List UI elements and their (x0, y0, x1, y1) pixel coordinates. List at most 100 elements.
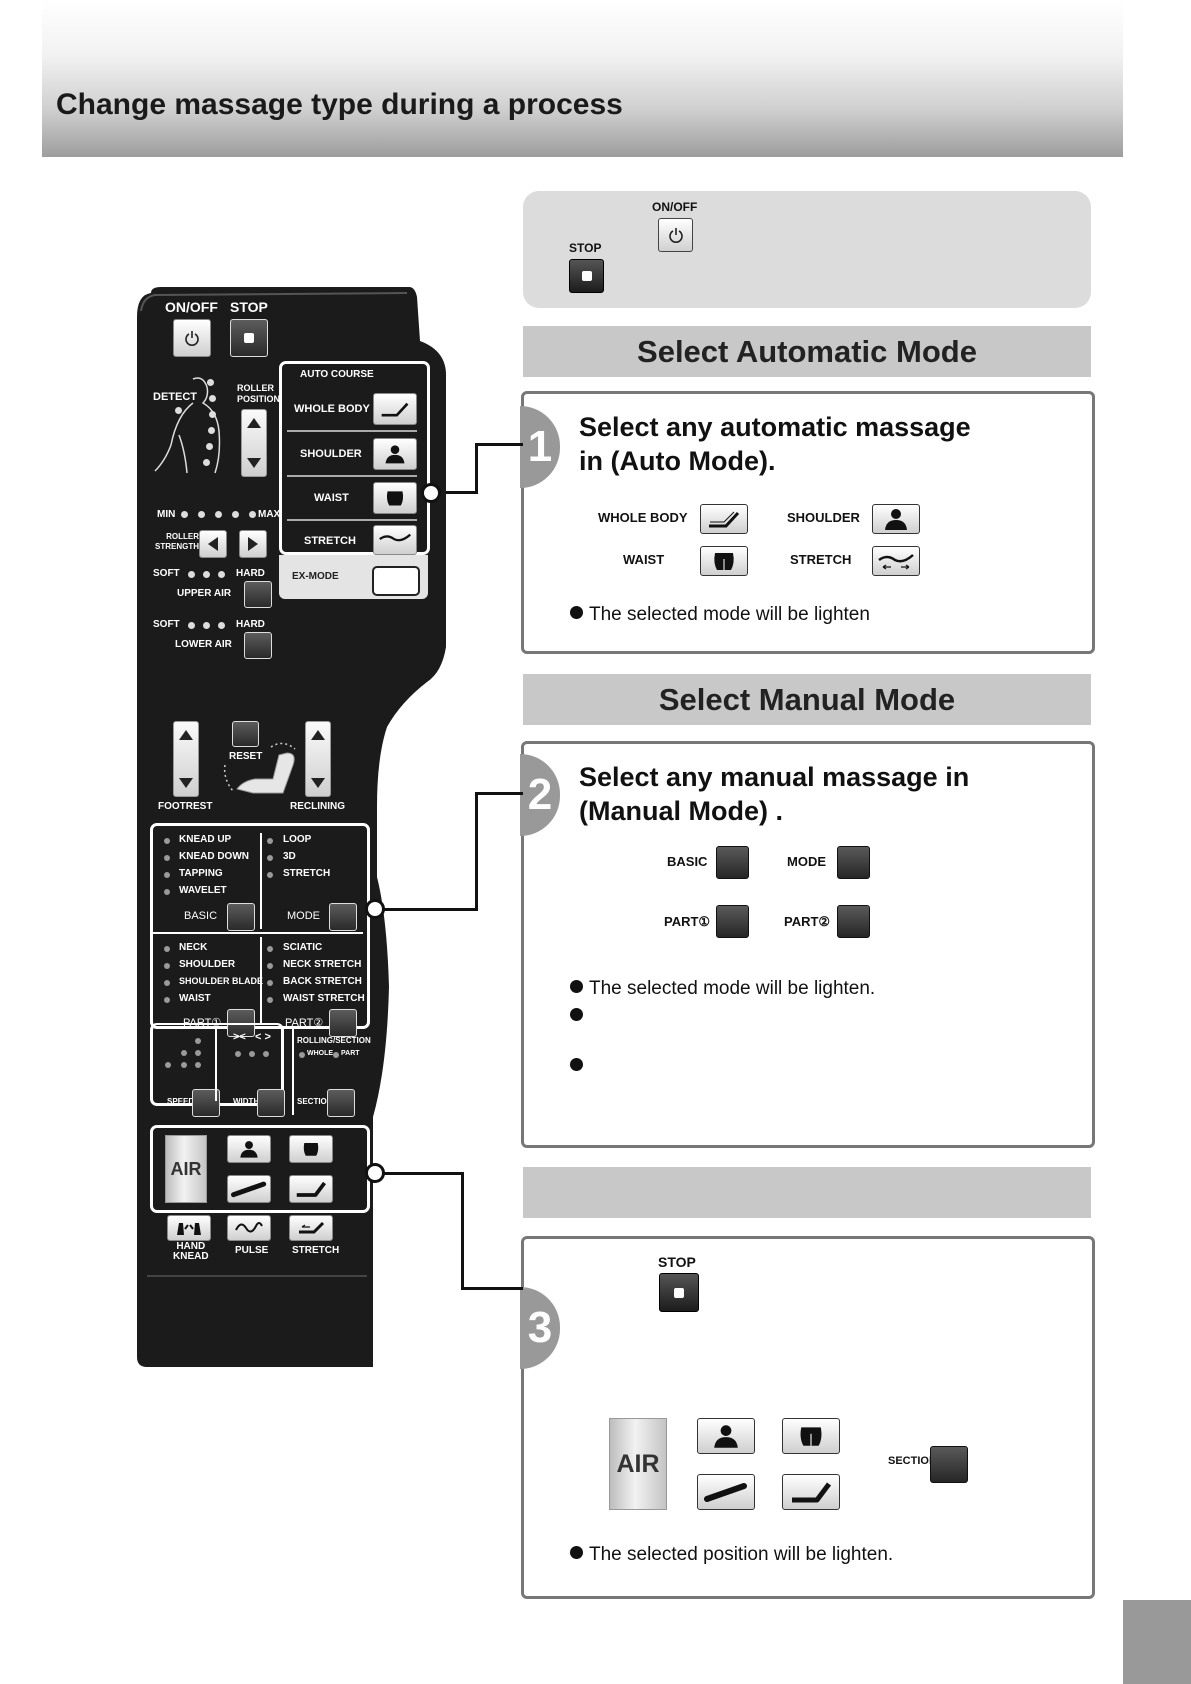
reset-label: RESET (229, 751, 263, 762)
callout-line-3 (461, 1172, 464, 1290)
whole-label: WHOLE (307, 1050, 334, 1057)
lower-air-button[interactable] (244, 632, 272, 659)
step3-air-button[interactable]: AIR (609, 1418, 667, 1510)
onoff-label: ON/OFF (652, 200, 698, 214)
remote-air-arm-button[interactable] (227, 1175, 271, 1203)
remote-air-leg-button[interactable] (289, 1175, 333, 1203)
strength-indicator (249, 511, 256, 518)
page-header: Change massage type during a process (42, 0, 1123, 157)
callout-line-2 (384, 908, 478, 911)
upper-air-button[interactable] (244, 581, 272, 608)
max-label: MAX (258, 509, 281, 520)
upper-body-icon (385, 445, 405, 464)
reclining-control[interactable] (305, 721, 331, 797)
step3-stop-button[interactable] (659, 1273, 699, 1312)
pulse-button[interactable] (227, 1215, 271, 1241)
divider (287, 475, 417, 477)
width-indicator (249, 1051, 255, 1057)
part2-button[interactable] (837, 905, 870, 938)
basic-item: KNEAD UP (179, 834, 232, 845)
remote-part2-button[interactable] (329, 1009, 357, 1037)
stop-icon (581, 271, 592, 281)
roller-strength-up[interactable] (239, 530, 267, 558)
step2-bullet2 (570, 1006, 589, 1028)
ex-mode-button[interactable] (372, 566, 420, 596)
stretch-icon (878, 554, 914, 570)
part2-item: BACK STRETCH (283, 976, 362, 987)
arm-icon (704, 1483, 747, 1502)
width-label: WIDTH (233, 1097, 260, 1106)
section-button[interactable] (327, 1089, 355, 1117)
upper-hard-label: HARD (236, 568, 265, 579)
part1-item: NECK (179, 942, 208, 953)
step3-stop-label: STOP (658, 1254, 696, 1270)
step1-box: 1 Select any automatic massage in (Auto … (520, 391, 1095, 654)
hand-knead-button[interactable] (167, 1215, 211, 1241)
position-indicator (208, 427, 215, 434)
stretch-button[interactable] (872, 546, 920, 576)
basic-button[interactable] (716, 846, 749, 879)
lower-hard-label: HARD (236, 619, 265, 630)
divider (215, 1027, 217, 1101)
upper-air-label: UPPER AIR (177, 588, 232, 599)
basic-label: BASIC (667, 854, 708, 869)
remote-onoff-button[interactable] (173, 319, 211, 357)
step3-section-label: SECTION (888, 1455, 937, 1467)
ex-mode-label: EX-MODE (292, 571, 339, 582)
step1-note-text: The selected mode will be lighten (589, 604, 870, 625)
waist-label: WAIST (623, 552, 665, 567)
step3-leg-button[interactable] (782, 1474, 840, 1510)
shoulder-button[interactable] (872, 504, 920, 534)
air-indicator (188, 622, 195, 629)
step3-waist-button[interactable] (782, 1418, 840, 1454)
step3-section-button[interactable] (930, 1446, 968, 1483)
remote-air-button[interactable]: AIR (165, 1135, 207, 1203)
part1-button[interactable] (716, 905, 749, 938)
remote-waist-button[interactable] (373, 482, 417, 514)
reset-button[interactable] (232, 721, 259, 747)
part2-label: PART② (784, 914, 831, 929)
arrow-down-icon (179, 778, 193, 788)
remote-shoulder-label: SHOULDER (300, 448, 362, 460)
position-indicator (209, 411, 216, 418)
step3-arm-button[interactable] (697, 1474, 755, 1510)
remote-basic-button[interactable] (227, 903, 255, 931)
roller-strength-down[interactable] (199, 530, 227, 558)
step1-title-line2: in (Auto Mode). (579, 446, 776, 476)
remote-whole-body-label: WHOLE BODY (294, 403, 370, 415)
waist-button[interactable] (700, 546, 748, 576)
whole-body-button[interactable] (700, 504, 748, 534)
remote-detect-label: DETECT (153, 391, 197, 403)
step1-title-line1: Select any automatic massage (579, 412, 971, 442)
mode-indicator (164, 872, 170, 878)
upper-body-icon (885, 509, 907, 530)
remote-air-waist-button[interactable] (289, 1135, 333, 1163)
speed-indicator (195, 1050, 201, 1056)
whole-indicator (299, 1052, 305, 1058)
stretch-program-button[interactable] (289, 1215, 333, 1241)
basic-item: KNEAD DOWN (179, 851, 249, 862)
page-corner-tab (1123, 1600, 1191, 1684)
mode-indicator (267, 872, 273, 878)
mode-indicator (164, 838, 170, 844)
footrest-control[interactable] (173, 721, 199, 797)
air-indicator (218, 622, 225, 629)
mode-item: 3D (283, 851, 296, 862)
power-icon (185, 331, 199, 346)
remote-shoulder-button[interactable] (373, 438, 417, 470)
section-label: SECTION (297, 1097, 333, 1106)
arrow-down-icon (311, 778, 325, 788)
remote-mode-button[interactable] (329, 903, 357, 931)
remote-air-shoulder-button[interactable] (227, 1135, 271, 1163)
mode-button[interactable] (837, 846, 870, 879)
onoff-button[interactable] (658, 218, 693, 252)
step3-shoulder-button[interactable] (697, 1418, 755, 1454)
remote-whole-body-button[interactable] (373, 393, 417, 425)
remote-stretch-button[interactable] (373, 525, 417, 555)
remote-stop-button[interactable] (230, 319, 268, 357)
stop-button[interactable] (569, 259, 604, 293)
bullet-icon (570, 1008, 583, 1022)
width-button[interactable] (257, 1089, 285, 1117)
width-indicator (263, 1051, 269, 1057)
roller-position-control[interactable] (241, 409, 267, 477)
